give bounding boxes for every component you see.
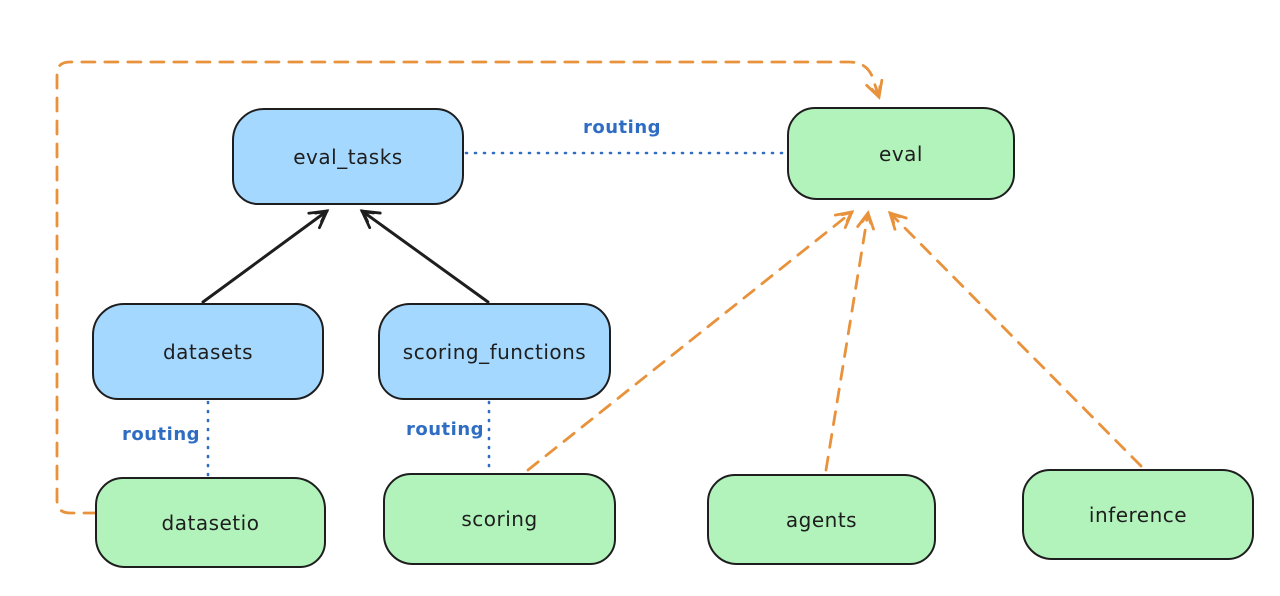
node-eval-label: eval [879,141,923,166]
node-scoring[interactable]: scoring [383,473,616,565]
node-datasets-label: datasets [162,339,254,364]
routing-label-scoring-functions-scoring: routing [406,419,485,440]
node-eval-tasks[interactable]: eval_tasks [232,108,464,205]
node-eval-tasks-label: eval_tasks [293,144,403,169]
node-agents[interactable]: agents [707,474,936,565]
node-datasets[interactable]: datasets [92,303,324,400]
edge-agents-to-eval [824,210,875,472]
node-inference[interactable]: inference [1022,469,1254,560]
routing-label-eval-tasks-eval: routing [583,117,662,138]
node-agents-label: agents [785,507,858,532]
node-scoring-label: scoring [461,507,538,531]
edge-datasetio-to-eval [55,60,884,515]
edge-scoring-to-eval [526,210,855,472]
routing-label-datasets-datasetio: routing [122,424,201,445]
node-datasetio[interactable]: datasetio [95,477,326,568]
edge-datasets-to-eval-tasks [201,209,330,304]
node-scoring-functions-label: scoring_functions [402,339,587,364]
edge-inference-to-eval [887,210,1143,468]
node-datasetio-label: datasetio [161,510,260,535]
node-scoring-functions[interactable]: scoring_functions [378,303,611,400]
node-inference-label: inference [1088,502,1188,527]
node-eval[interactable]: eval [787,107,1015,200]
edge-scoring-functions-to-eval-tasks [359,209,490,304]
